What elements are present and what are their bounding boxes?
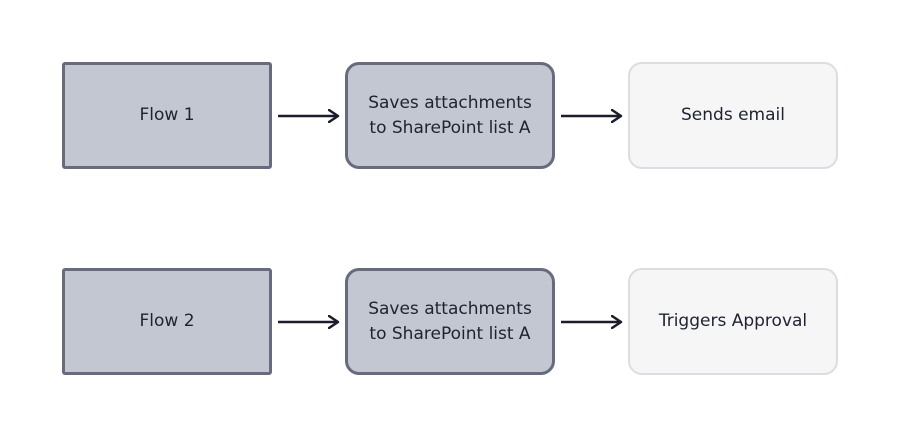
flow-1-node: Flow 1 [62,62,272,169]
flow-2-label: Flow 2 [139,311,195,331]
flow-2-step-node: Saves attachments to SharePoint list A [345,268,555,375]
flow-2-action-label: Triggers Approval [658,311,808,331]
flow-2-step-label: Saves attachments to SharePoint list A [368,298,532,344]
flow-1-label: Flow 1 [139,105,195,125]
flow-2-action-node: Triggers Approval [628,268,838,375]
flow-1-step-node: Saves attachments to SharePoint list A [345,62,555,169]
flow-1-action-label: Sends email [681,105,785,125]
flow-1-action-node: Sends email [628,62,838,169]
flow-2-node: Flow 2 [62,268,272,375]
flow-1-step-label: Saves attachments to SharePoint list A [368,92,532,138]
